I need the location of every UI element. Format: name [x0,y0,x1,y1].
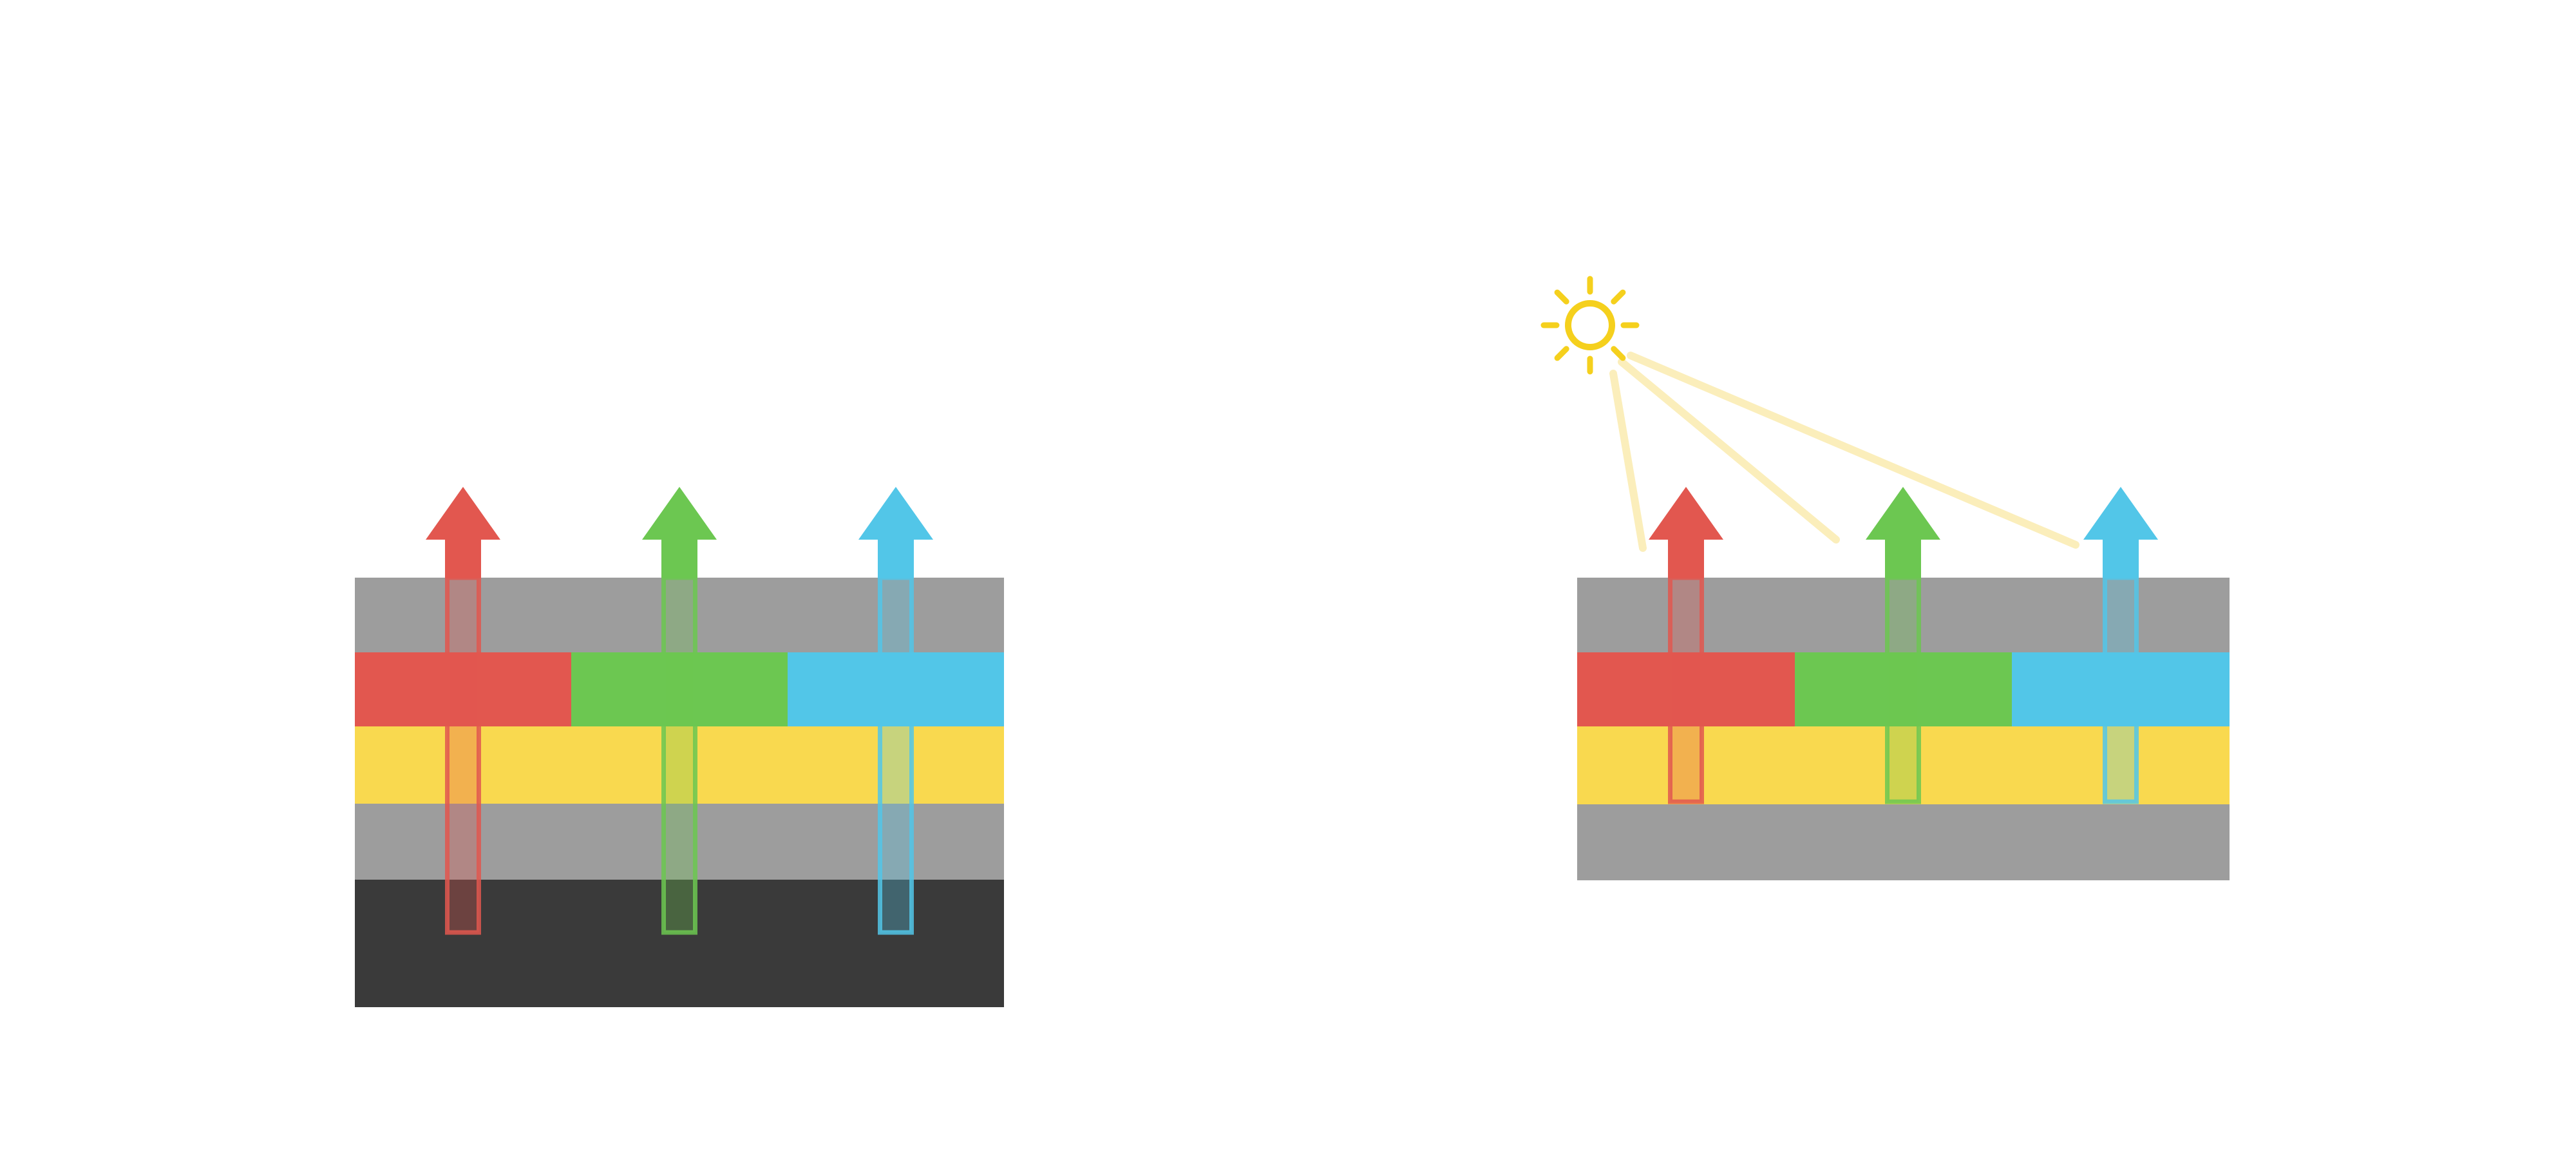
backlit-stack [355,578,1004,1007]
sun-ray-nw [1554,289,1569,305]
reflective-stack [1577,578,2230,880]
layer-top-glass [1577,578,2230,652]
green-light-arrow [642,487,717,935]
layer-yellow-film [1577,726,2230,804]
green-beam-through-stack [661,575,697,935]
layer-top-glass [355,578,1004,652]
blue-light-arrow [2083,487,2158,804]
layer-bottom-glass [1577,804,2230,880]
sunbeam-2 [1618,358,1840,544]
red-light-arrow [426,487,500,935]
sun-icon [1540,276,1640,375]
subpixel-green [571,652,788,726]
sun-ray-ne [1611,289,1626,305]
red-beam-through-stack [445,575,481,935]
sun-disc [1565,300,1615,350]
layer-color-filter [1577,652,2230,726]
subpixel-red [1577,652,1795,726]
green-arrow-head [1866,487,1940,578]
blue-arrow-head [858,487,933,578]
green-beam-through-stack [1885,575,1921,804]
blue-beam-through-stack [2103,575,2139,804]
sunbeams [1609,352,2079,552]
subpixel-red [355,652,571,726]
blue-beam-through-stack [878,575,914,935]
layer-yellow-film [355,726,1004,804]
red-beam-through-stack [1668,575,1704,804]
blue-light-arrow [858,487,933,935]
layer-bottom-glass [355,804,1004,880]
layer-color-filter [355,652,1004,726]
subpixel-blue [2012,652,2230,726]
green-light-arrow [1866,487,1940,804]
red-arrow-head [426,487,500,578]
subpixel-blue [788,652,1004,726]
sun-ray-se [1611,346,1626,361]
red-light-arrow [1649,487,1723,804]
blue-arrow-head [2083,487,2158,578]
red-arrow-head [1649,487,1723,578]
layer-backlight [355,880,1004,1007]
sunbeam-3 [1627,352,2079,549]
sunbeam-1 [1609,370,1647,552]
green-arrow-head [642,487,717,578]
subpixel-green [1794,652,2012,726]
sun-ray-sw [1554,346,1569,361]
